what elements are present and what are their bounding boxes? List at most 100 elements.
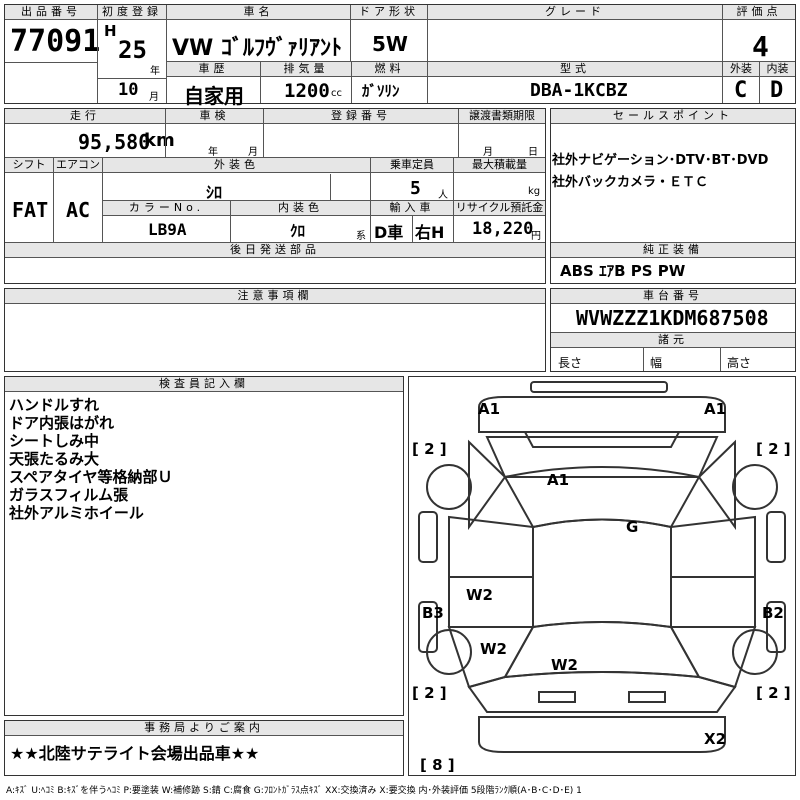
office-label: 事務局よりご案内 [5, 721, 403, 736]
model: DBA-1KCBZ [530, 80, 628, 101]
inspector-note: スペアタイヤ等格納部Ｕ [9, 468, 173, 486]
sales-point: 社外バックカメラ・ＥＴＣ [552, 175, 709, 190]
inspector-note: 社外アルミホイール [9, 504, 144, 522]
year-unit: 年 [150, 66, 160, 77]
exterior-grade: C [734, 78, 748, 103]
width-label: 幅 [650, 356, 663, 370]
lot-no-label: 出品番号 [5, 5, 97, 20]
displacement: 1200 [284, 80, 330, 102]
specs-label: 諸元 [551, 333, 795, 348]
recycle-label: リサイクル預託金 [454, 201, 545, 216]
grade-label: グレード [428, 5, 722, 20]
inspector-note: シートしみ中 [9, 432, 100, 450]
insp-month-unit: 月 [248, 147, 258, 158]
seats: 5 [410, 178, 421, 199]
sales-section [550, 108, 796, 284]
sales-points: 社外ナビゲーション･DTV･BT･DVD 社外バックカメラ・ＥＴＣ [552, 150, 792, 194]
notes-label: 注意事項欄 [5, 289, 545, 304]
transfer-month-unit: 月 [483, 147, 493, 158]
seats-label: 乗車定員 [371, 158, 453, 173]
inspector-note: ハンドルすれ [9, 396, 100, 414]
mileage-label: 走行 [5, 109, 165, 124]
shift: FAT [12, 198, 49, 222]
car-name: VW ｺﾞﾙﾌｳﾞｧﾘｱﾝﾄ [172, 36, 342, 61]
shift-label: シフト [5, 158, 53, 173]
insp-year-unit: 年 [208, 147, 218, 158]
transfer-day-unit: 日 [528, 147, 538, 158]
damage-mark: B3 [422, 604, 444, 622]
score-label: 評価点 [723, 5, 795, 20]
damage-mark: W2 [551, 656, 578, 674]
exterior-label: 外装 [723, 62, 759, 77]
car-name-label: 車名 [167, 5, 350, 20]
interior-grade: D [770, 78, 784, 103]
tire-tread-mark: [ 2 ] [412, 684, 447, 702]
month-unit: 月 [149, 92, 159, 103]
door: 5W [372, 32, 408, 56]
chassis-label: 車台番号 [551, 289, 795, 304]
inspector-note: ドア内張はがれ [9, 414, 115, 432]
reg-no-label: 登録番号 [264, 109, 458, 124]
office-section [4, 720, 404, 776]
parts-label: 後日発送部品 [5, 243, 545, 258]
damage-mark: X2 [704, 730, 727, 748]
tire-tread-mark: [ 2 ] [756, 440, 791, 458]
genuine: ABS ｴｱB PS PW [560, 262, 686, 280]
fuel-label: 燃料 [352, 62, 427, 77]
damage-mark: A1 [478, 400, 501, 418]
displacement-label: 排気量 [261, 62, 351, 77]
mileage: 95,580 [78, 130, 151, 154]
fuel: ｶﾞｿﾘﾝ [362, 82, 400, 100]
history-label: 車歴 [167, 62, 260, 77]
ac: AC [66, 198, 91, 222]
interior-label: 内装 [760, 62, 795, 77]
tire-tread-mark: [ 2 ] [756, 684, 791, 702]
import-label: 輸入車 [371, 201, 453, 216]
damage-mark: G [626, 518, 639, 536]
chassis-section [550, 288, 796, 372]
lot-no: 77091 [10, 24, 101, 59]
int-color-label: 内装色 [231, 201, 370, 216]
damage-mark: A1 [704, 400, 727, 418]
era: H [104, 22, 117, 40]
history: 自家用 [184, 84, 244, 108]
damage-mark: W2 [480, 640, 507, 658]
displacement-unit: cc [331, 88, 342, 99]
import-d: D車 [374, 223, 404, 242]
recycle-unit: 円 [531, 231, 541, 242]
damage-mark: B2 [762, 604, 784, 622]
chassis-number: WVWZZZ1KDM687508 [576, 306, 769, 330]
recycle: 18,220 [472, 219, 534, 239]
first-reg-label: 初度登録 [98, 5, 166, 20]
damage-mark: A1 [547, 471, 570, 489]
inspector-section [4, 376, 404, 716]
ext-color-label: 外装色 [103, 158, 370, 173]
ext-color: ｼﾛ [206, 183, 223, 202]
sales-point: 社外ナビゲーション･DTV･BT･DVD [552, 153, 769, 168]
seats-unit: 人 [438, 190, 448, 201]
reg-year: 25 [118, 36, 147, 64]
inspector-label: 検査員記入欄 [5, 377, 403, 392]
reg-month: 10 [118, 80, 139, 100]
load-label: 最大積載量 [454, 158, 545, 173]
damage-legend: A:ｷｽﾞ U:ﾍｺﾐ B:ｷｽﾞを伴うﾍｺﾐ P:要塗装 W:補修跡 S:錆 … [6, 786, 582, 796]
mileage-unit: km [144, 130, 175, 151]
int-color: ｸﾛ [290, 222, 306, 240]
spare-tire-mark: [ 8 ] [420, 756, 455, 774]
inspection-label: 車検 [166, 109, 263, 124]
inspector-note: ガラスフィルム張 [9, 486, 129, 504]
notes-section [4, 288, 546, 372]
tire-tread-mark: [ 2 ] [412, 440, 447, 458]
score: 4 [752, 30, 769, 63]
header-section [4, 4, 796, 104]
load-unit: kg [528, 186, 541, 197]
damage-mark: W2 [466, 586, 493, 604]
genuine-label: 純正装備 [551, 243, 795, 258]
model-label: 型式 [428, 62, 722, 77]
import-side: 右H [415, 223, 445, 242]
transfer-label: 譲渡書類期限 [459, 109, 545, 124]
damage-diagram [408, 376, 796, 776]
inspector-notes: ハンドルすれ ドア内張はがれ シートしみ中 天張たるみ大 スペアタイヤ等格納部Ｕ… [9, 396, 173, 522]
inspector-note: 天張たるみ大 [9, 450, 100, 468]
height-label: 高さ [727, 356, 752, 370]
